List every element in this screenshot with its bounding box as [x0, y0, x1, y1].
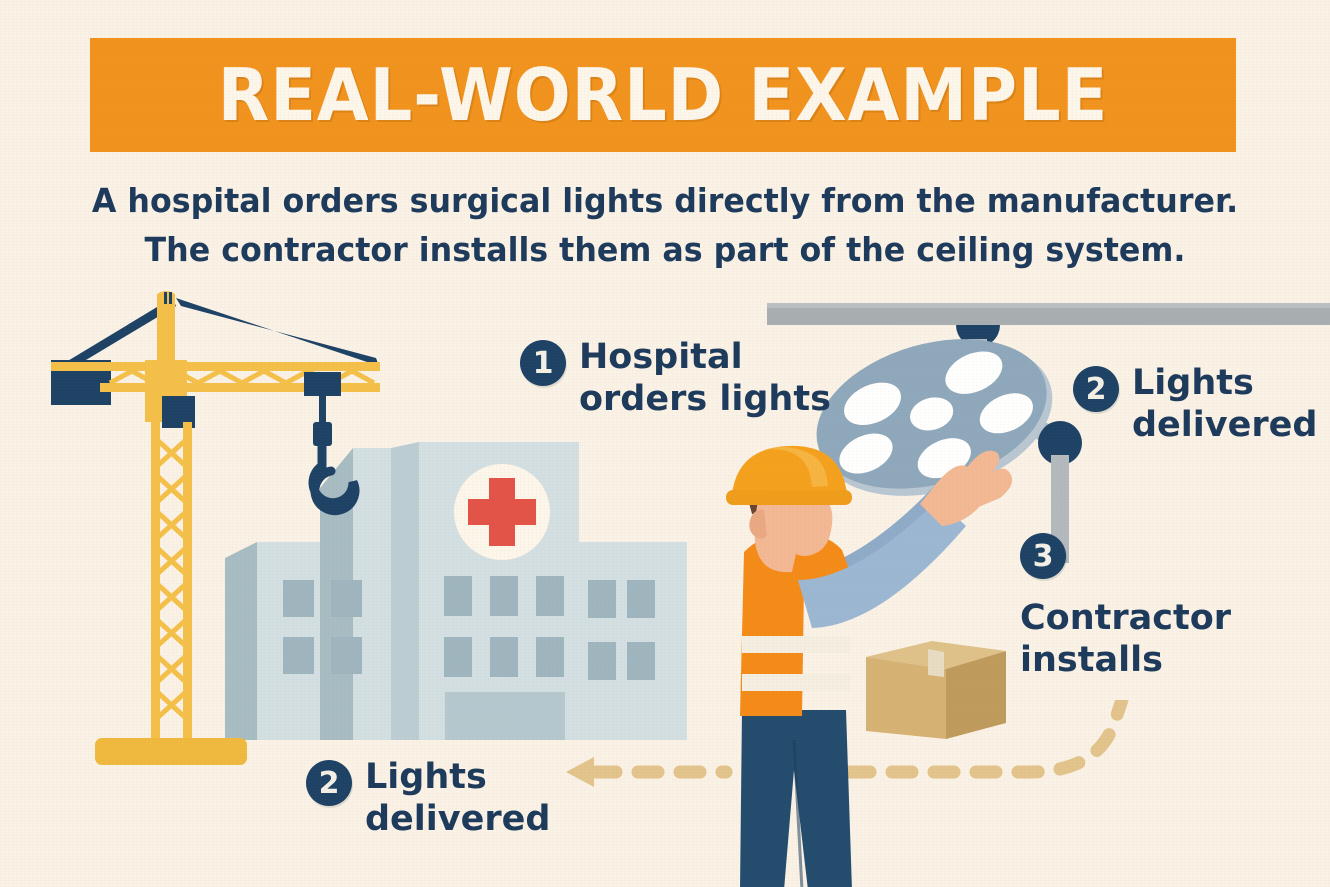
- crane-hook: [308, 439, 360, 516]
- construction-crane-illustration: [40, 288, 380, 773]
- worker-hand-left: [920, 465, 986, 526]
- crane-jib-top: [51, 362, 380, 371]
- crane-tie-left: [66, 298, 176, 366]
- worker-hat-brim: [726, 490, 852, 505]
- hospital-red-cross: [468, 478, 536, 546]
- surgical-light-holes: [839, 351, 1033, 479]
- worker-arm-near: [798, 500, 966, 628]
- subtitle-text: A hospital orders surgical lights direct…: [0, 176, 1330, 274]
- worker-hand-right: [958, 450, 1013, 508]
- subtitle-line-1: A hospital orders surgical lights direct…: [91, 181, 1239, 220]
- hospital-main-block-side: [391, 442, 419, 740]
- step-hospital-orders-lights: 1 Hospital orders lights: [520, 336, 831, 420]
- step-badge-1: 1: [520, 340, 566, 386]
- box-side-face: [946, 651, 1006, 739]
- crane-hook-line: [319, 394, 326, 428]
- step-label-1: Hospital orders lights: [579, 337, 831, 419]
- step-label-2-right: Lights delivered: [1132, 363, 1318, 445]
- step-label-3: Contractor installs: [1020, 598, 1232, 680]
- hospital-windows-main: [444, 576, 564, 677]
- hospital-left-block-side: [225, 542, 257, 740]
- worker-legs: [740, 710, 852, 887]
- light-joint-lower: [1038, 421, 1082, 465]
- hospital-windows-left: [283, 580, 362, 674]
- box-tape: [928, 649, 944, 677]
- title-banner: REAL-WORLD EXAMPLE: [90, 38, 1236, 152]
- crane-mast-cap: [157, 294, 175, 366]
- dashed-flow-arrow: [560, 693, 1150, 870]
- step-badge-2-bottom: 2: [306, 760, 352, 806]
- box-front-face: [866, 657, 946, 739]
- worker-vest-stripe-1: [742, 636, 850, 653]
- construction-worker-illustration: [690, 440, 1020, 887]
- hospital-entrance: [445, 692, 565, 740]
- cardboard-box-illustration: [860, 635, 1010, 745]
- crane-trolley: [304, 372, 341, 396]
- step-badge-2-right: 2: [1073, 366, 1119, 412]
- crane-base: [95, 738, 247, 765]
- worker-vest-stripe-2: [742, 674, 850, 691]
- crane-mast-lattice: [153, 436, 190, 722]
- step-badge-3: 3: [1020, 533, 1066, 579]
- arrow-dashed-path-right: [843, 693, 1129, 779]
- crane-jib-bottom: [100, 383, 380, 392]
- hospital-right-wing: [579, 542, 687, 740]
- step-label-2-bottom: Lights delivered: [365, 757, 551, 839]
- worker-face: [754, 485, 833, 573]
- subtitle-line-2: The contractor installs them as part of …: [144, 230, 1186, 269]
- hospital-building-illustration: [225, 430, 715, 770]
- hospital-windows-right: [588, 580, 655, 680]
- crane-tie-right: [176, 298, 379, 366]
- page-title: REAL-WORLD EXAMPLE: [217, 53, 1109, 137]
- step-lights-delivered-right: 2 Lights delivered: [1073, 362, 1317, 446]
- step-contractor-installs: 3 Contractor installs: [1020, 533, 1231, 681]
- step-lights-delivered-bottom: 2 Lights delivered: [306, 756, 550, 840]
- arrow-head: [566, 757, 594, 787]
- ceiling-rail: [767, 303, 1330, 325]
